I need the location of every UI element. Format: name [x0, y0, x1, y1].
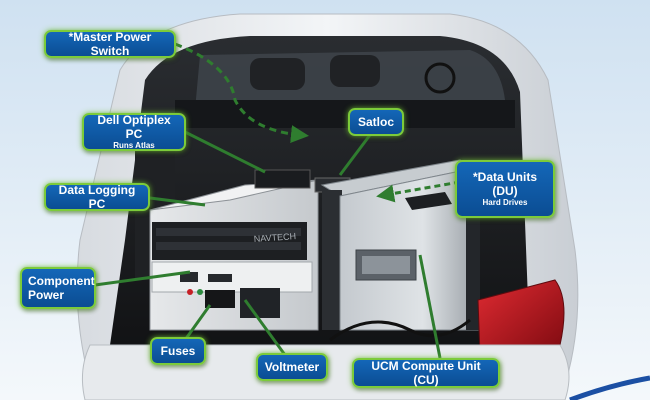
label-voltmeter: Voltmeter	[256, 353, 328, 381]
label-component-power: Component Power	[20, 267, 96, 309]
dell-pc-unit	[254, 169, 311, 189]
callout-voltmeter	[243, 299, 287, 356]
callout-dell-pc	[184, 130, 266, 174]
master-power-switch-text: *Master Power Switch	[68, 30, 152, 58]
label-master-power-switch: *Master Power Switch	[44, 30, 176, 58]
data-units-text-line1: *Data Units	[472, 170, 537, 184]
headrest-right	[330, 55, 380, 87]
callout-data-logging	[149, 196, 206, 207]
dell-pc-subtext: Runs Atlas	[113, 141, 155, 150]
corner-swoosh	[569, 375, 650, 400]
satloc-text: Satloc	[357, 115, 394, 129]
data-units-text-line2: (DU)	[492, 184, 518, 198]
callout-lines	[94, 42, 461, 359]
component-power-text-line1: Component	[28, 274, 95, 288]
label-satloc: Satloc	[348, 108, 404, 136]
dell-pc-text: Dell Optiplex PC	[97, 113, 171, 141]
headrest-left	[250, 58, 305, 90]
cargo-cover	[175, 100, 515, 128]
callout-component-power	[94, 270, 191, 287]
callout-data-units	[376, 180, 461, 203]
callout-compute-unit	[418, 254, 442, 359]
cables	[329, 318, 471, 342]
ucm-compute-unit-text: UCM Compute Unit (CU)	[371, 359, 481, 387]
data-logging-pc-text: Data Logging PC	[58, 183, 136, 211]
data-units-subtext: Hard Drives	[482, 198, 528, 207]
compute-unit	[320, 159, 480, 331]
label-ucm-compute-unit: UCM Compute Unit (CU)	[352, 358, 500, 388]
label-data-logging-pc: Data Logging PC	[44, 183, 150, 211]
callout-master-power	[174, 42, 309, 144]
fuses-text: Fuses	[160, 344, 196, 358]
label-dell-optiplex-pc: Dell Optiplex PC Runs Atlas	[82, 113, 186, 151]
voltmeter-text: Voltmeter	[264, 360, 320, 374]
label-data-units: *Data Units (DU) Hard Drives	[455, 160, 555, 218]
label-fuses: Fuses	[150, 337, 206, 365]
navtech-logo-text: NAVTECH	[253, 231, 296, 244]
component-power-text-line2: Power	[28, 288, 65, 302]
steering-wheel	[424, 62, 456, 94]
callout-satloc	[338, 134, 372, 176]
callout-fuses	[183, 304, 212, 341]
